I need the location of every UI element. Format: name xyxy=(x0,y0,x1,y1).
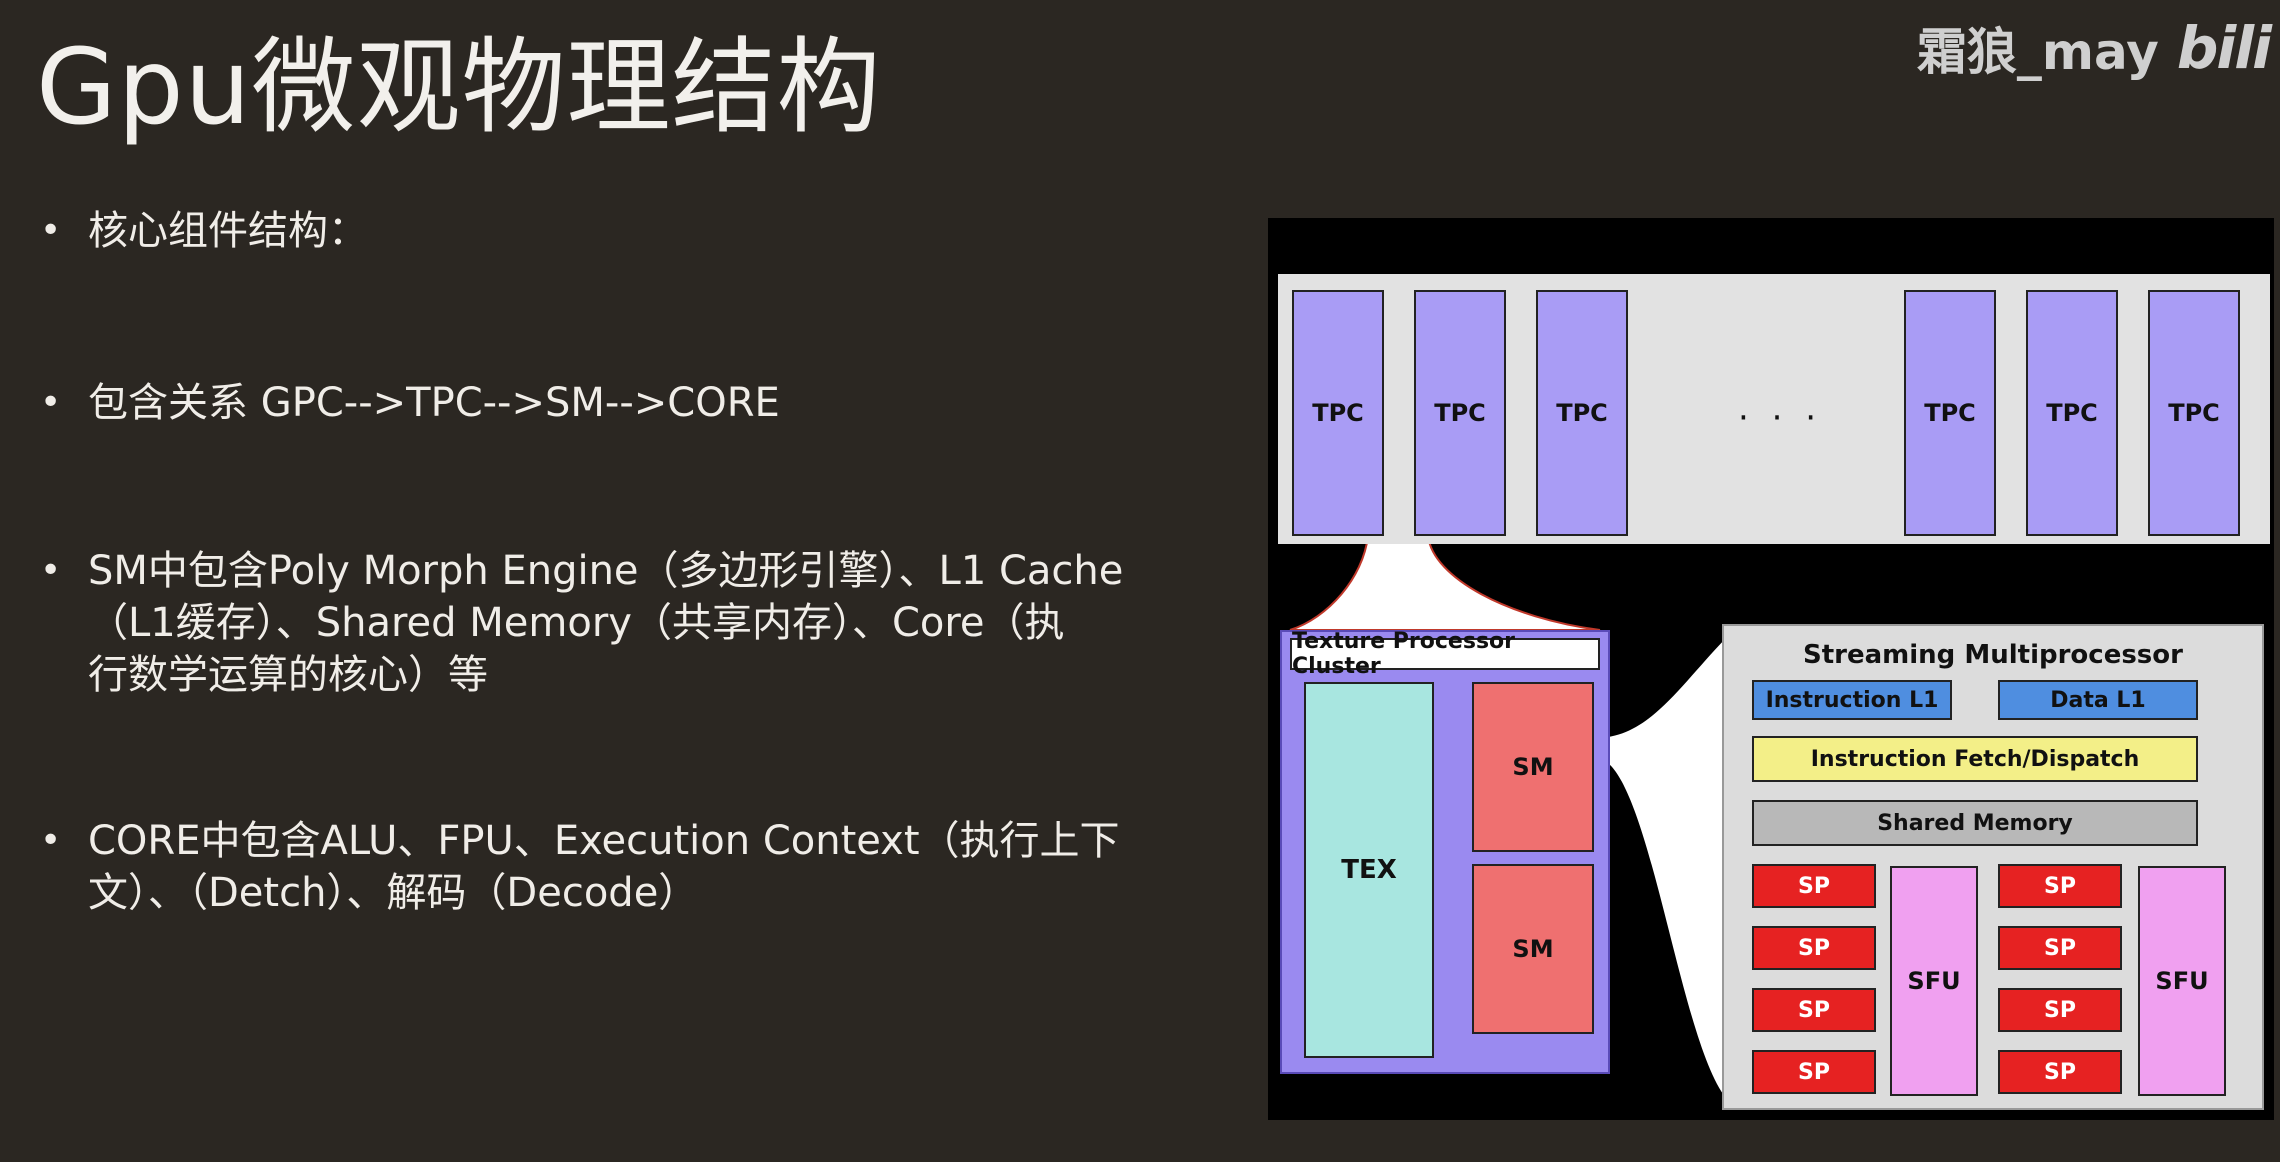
bullet-marker: • xyxy=(40,382,62,423)
bullet-text-line: SM中包含Poly Morph Engine（多边形引擎）、L1 Cache xyxy=(88,548,1124,594)
sp-core: SP xyxy=(1998,926,2122,970)
gpu-architecture-diagram: TPC TPC TPC · · · TPC TPC TPC Texture Pr… xyxy=(1268,218,2274,1120)
instruction-fetch-block: Instruction Fetch/Dispatch xyxy=(1752,736,2198,782)
bullet-text: 包含关系 GPC-->TPC-->SM-->CORE xyxy=(88,380,780,426)
tpc-zoom-connector xyxy=(1289,535,1601,631)
bullet-text-line: 文）、（Detch）、解码（Decode） xyxy=(88,870,699,916)
slide-title: Gpu微观物理结构 xyxy=(36,26,882,148)
bullet-text: 核心组件结构： xyxy=(88,208,368,254)
sp-core: SP xyxy=(1752,1050,1876,1094)
connector-shapes xyxy=(1289,535,1726,1098)
tpc-block: TPC xyxy=(1536,290,1628,536)
sfu-block: SFU xyxy=(2138,866,2226,1096)
tpc-ellipsis: · · · xyxy=(1738,398,1823,438)
sp-core: SP xyxy=(1998,864,2122,908)
bullet-item: • SM中包含Poly Morph Engine（多边形引擎）、L1 Cache… xyxy=(40,545,1123,701)
sp-core: SP xyxy=(1752,926,1876,970)
sp-core: SP xyxy=(1752,988,1876,1032)
tpc-block: TPC xyxy=(2148,290,2240,536)
streaming-multiprocessor: Streaming Multiprocessor Instruction L1 … xyxy=(1722,624,2264,1110)
sfu-block: SFU xyxy=(1890,866,1978,1096)
tpc-block: TPC xyxy=(1292,290,1384,536)
bullet-item: • 包含关系 GPC-->TPC-->SM-->CORE xyxy=(40,377,780,429)
cluster-label: Texture Processor Cluster xyxy=(1290,629,1600,679)
sm-block: SM xyxy=(1472,864,1594,1034)
bullet-text-line: 行数学运算的核心）等 xyxy=(88,652,488,698)
tpc-block: TPC xyxy=(1904,290,1996,536)
bilibili-logo-icon: bili xyxy=(2176,14,2272,82)
sm-title: Streaming Multiprocessor xyxy=(1803,640,2183,670)
bullet-item: • 核心组件结构： xyxy=(40,205,368,257)
tpc-block: TPC xyxy=(2026,290,2118,536)
bullet-text-line: CORE中包含ALU、FPU、Execution Context（执行上下 xyxy=(88,818,1120,864)
sm-zoom-connector xyxy=(1596,638,1726,1098)
bullet-item: • CORE中包含ALU、FPU、Execution Context（执行上下 … xyxy=(40,815,1120,919)
tex-block: TEX xyxy=(1304,682,1434,1058)
shared-memory-block: Shared Memory xyxy=(1752,800,2198,846)
sp-core: SP xyxy=(1998,988,2122,1032)
sm-block: SM xyxy=(1472,682,1594,852)
tpc-block: TPC xyxy=(1414,290,1506,536)
watermark: 霜狼_may bili xyxy=(1916,12,2272,84)
bullet-text-line: （L1缓存）、Shared Memory（共享内存）、Core（执 xyxy=(88,600,1065,646)
sp-core: SP xyxy=(1998,1050,2122,1094)
watermark-user: 霜狼_may xyxy=(1916,23,2159,81)
bullet-marker: • xyxy=(40,550,62,591)
instruction-l1-block: Instruction L1 xyxy=(1752,680,1952,720)
texture-processor-cluster: Texture Processor Cluster TEX SM SM xyxy=(1280,629,1610,1074)
bullet-marker: • xyxy=(40,210,62,251)
bullet-marker: • xyxy=(40,820,62,861)
sp-core: SP xyxy=(1752,864,1876,908)
data-l1-block: Data L1 xyxy=(1998,680,2198,720)
